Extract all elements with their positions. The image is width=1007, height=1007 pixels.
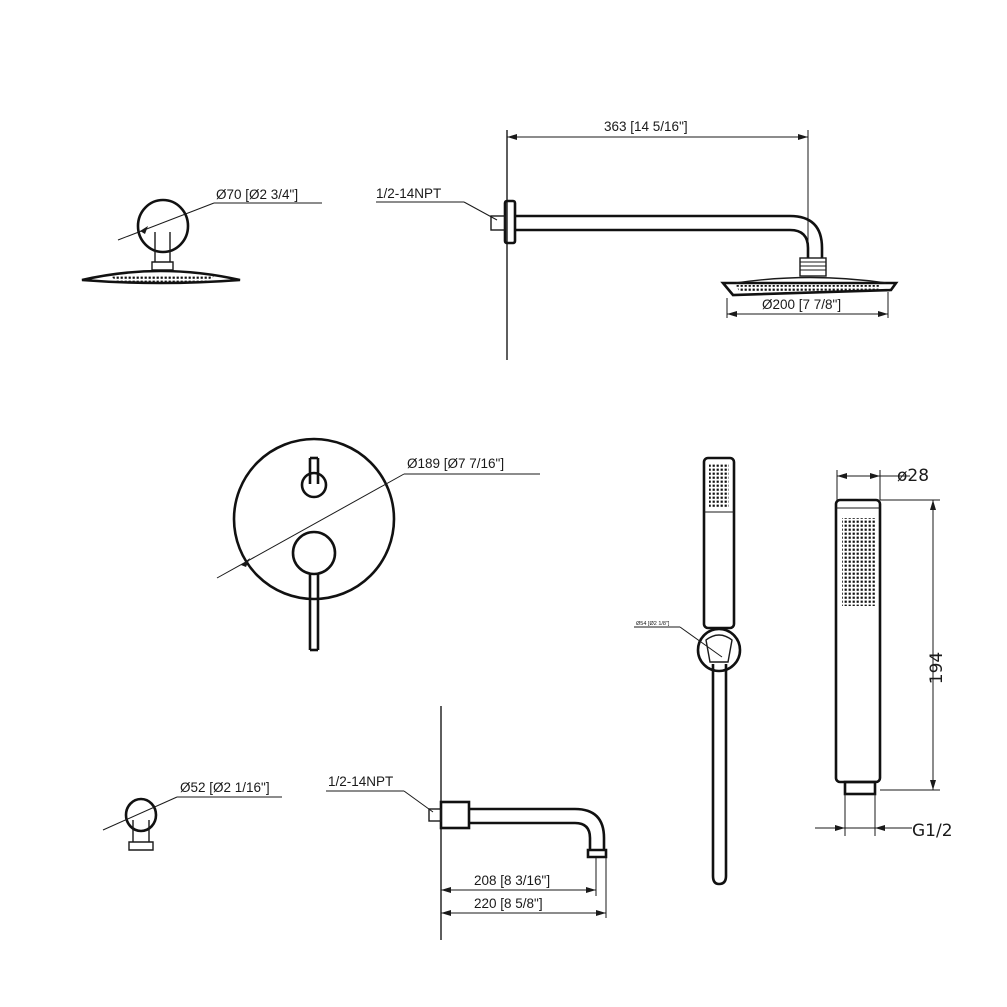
dim-label-width: ø28 [897, 466, 929, 486]
handshower-side-spray [842, 518, 876, 606]
dim-label-plate: Ø189 [Ø7 7/16"] [407, 456, 504, 471]
hose [711, 664, 728, 886]
dim-leader-holder-diag [679, 626, 723, 658]
dim-leader-flange [117, 202, 215, 241]
trim-plate [232, 437, 396, 601]
arm-nut [799, 257, 827, 277]
dim-label-spout-a: 208 [8 3/16"] [474, 873, 550, 888]
spout-flange [439, 800, 471, 830]
dim-arrow-194-b [930, 780, 936, 790]
elbow-body [128, 820, 154, 851]
handshower-front-view: Ø54 [Ø2 1/8"] [634, 456, 742, 886]
holder-inner [705, 634, 733, 663]
dim-arrow-g-l [835, 825, 845, 831]
dim-label-arm-thread: 1/2-14NPT [376, 186, 441, 201]
wall-elbow-view: Ø52 [Ø2 1/16"] [102, 780, 282, 851]
dim-label-spout-b: 220 [8 5/8"] [474, 896, 543, 911]
flange-ellipse [136, 198, 190, 254]
dim-arrow-a-r [586, 887, 596, 893]
head-body [720, 281, 899, 297]
dim-arrow-b-l [441, 910, 451, 916]
dim-label-length: 194 [927, 652, 947, 684]
dim-label-elbow: Ø52 [Ø2 1/16"] [180, 780, 270, 795]
valve-trim-view: Ø189 [Ø7 7/16"] [216, 437, 540, 652]
dim-arrow-plate [241, 558, 250, 567]
dim-arrow-a-l [441, 887, 451, 893]
handshower-spray [709, 464, 729, 508]
dim-arrow-28-l [837, 473, 847, 479]
arm-thread [490, 215, 506, 231]
head-top [735, 276, 887, 284]
dim-label-thread: G1/2 [912, 821, 953, 841]
handle-hub [291, 530, 337, 576]
dim-arrow-head-r [878, 311, 888, 317]
dim-arrow-left [507, 134, 517, 140]
handshower-side-view: ø28 194 G1/2 [815, 466, 953, 841]
spout-pipe [469, 807, 606, 850]
holder-ring [696, 627, 742, 673]
dim-arrow-28-r [870, 473, 880, 479]
dim-label-spout-thread: 1/2-14NPT [328, 774, 393, 789]
dim-label-head-dia: Ø200 [7 7/8"] [762, 297, 841, 312]
spout-tip [586, 848, 608, 859]
tub-spout-view: 1/2-14NPT 208 [8 3/16"] 220 [8 5/8"] [326, 706, 608, 940]
handshower-outlet [843, 780, 877, 796]
showerhead-flange-view: Ø70 [Ø2 3/4"] [81, 187, 322, 285]
dim-leader-elbow [102, 796, 178, 831]
diverter-knob [300, 471, 328, 499]
dim-arrow-b-r [596, 910, 606, 916]
dim-leader-thread-diag [463, 201, 498, 221]
spout-thread [428, 808, 442, 822]
dim-arrow-head-l [727, 311, 737, 317]
elbow-flange [124, 797, 158, 833]
dim-arrow-right [798, 134, 808, 140]
dim-label-flange: Ø70 [Ø2 3/4"] [216, 187, 298, 202]
showerhead-nozzles [110, 276, 215, 282]
head-nozzles [735, 285, 880, 292]
dim-leader-spout-diag [403, 790, 434, 813]
dim-label-holder: Ø54 [Ø2 1/8"] [636, 621, 670, 627]
arm-nut-threads [800, 261, 826, 271]
dim-label-arm-length: 363 [14 5/16"] [604, 119, 688, 134]
arm-pipe [515, 214, 824, 258]
shower-arm-side-view: 363 [14 5/16"] 1/2-14NPT Ø200 [7 7/8"] [376, 119, 899, 360]
dim-arrow [140, 226, 148, 234]
dim-arrow-g-r [875, 825, 885, 831]
showerhead-disc [81, 269, 241, 285]
dim-arrow-194-t [930, 500, 936, 510]
